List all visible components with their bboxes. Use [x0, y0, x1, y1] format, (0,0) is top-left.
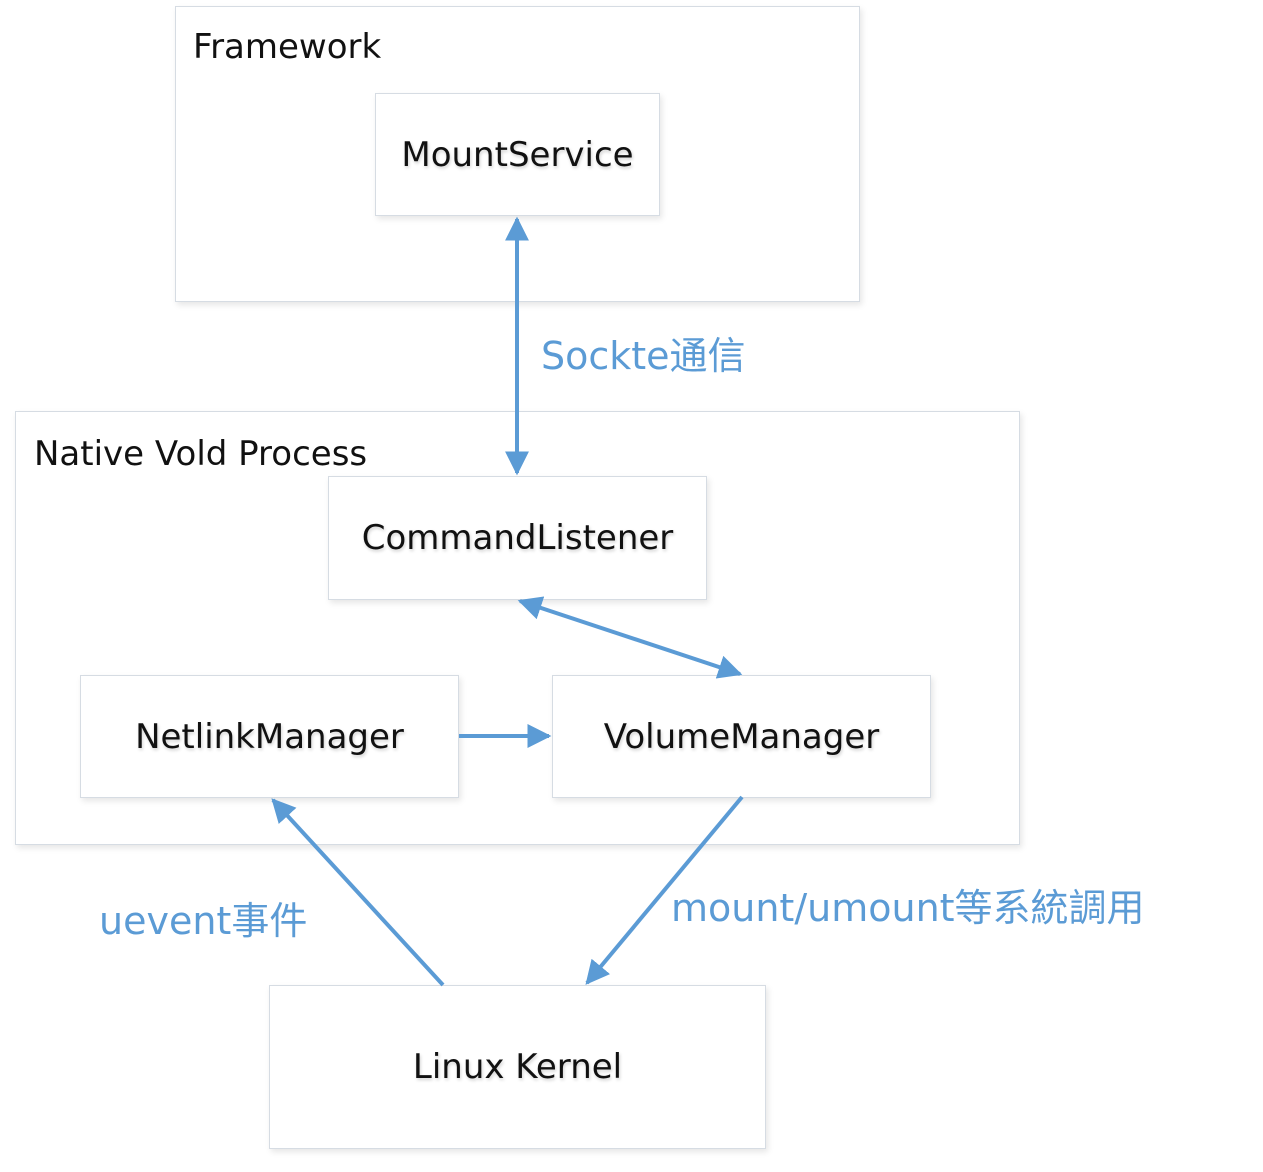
socket-label: Sockte通信 [541, 334, 746, 378]
volume-manager-label: VolumeManager [603, 716, 880, 757]
volume-manager-node[interactable]: VolumeManager [552, 675, 931, 798]
uevent-label: uevent事件 [99, 899, 308, 943]
syscall-label: mount/umount等系統調用 [671, 886, 1145, 930]
command-listener-node[interactable]: CommandListener [328, 476, 707, 600]
linux-kernel-node[interactable]: Linux Kernel [269, 985, 766, 1149]
linux-kernel-label: Linux Kernel [412, 1047, 623, 1087]
vold-label: Native Vold Process [34, 434, 368, 474]
netlink-manager-node[interactable]: NetlinkManager [80, 675, 459, 798]
command-listener-label: CommandListener [361, 518, 674, 558]
framework-label: Framework [193, 27, 382, 67]
mount-service-node[interactable]: MountService [375, 93, 660, 216]
mount-service-label: MountService [401, 134, 634, 175]
netlink-manager-label: NetlinkManager [135, 716, 404, 757]
